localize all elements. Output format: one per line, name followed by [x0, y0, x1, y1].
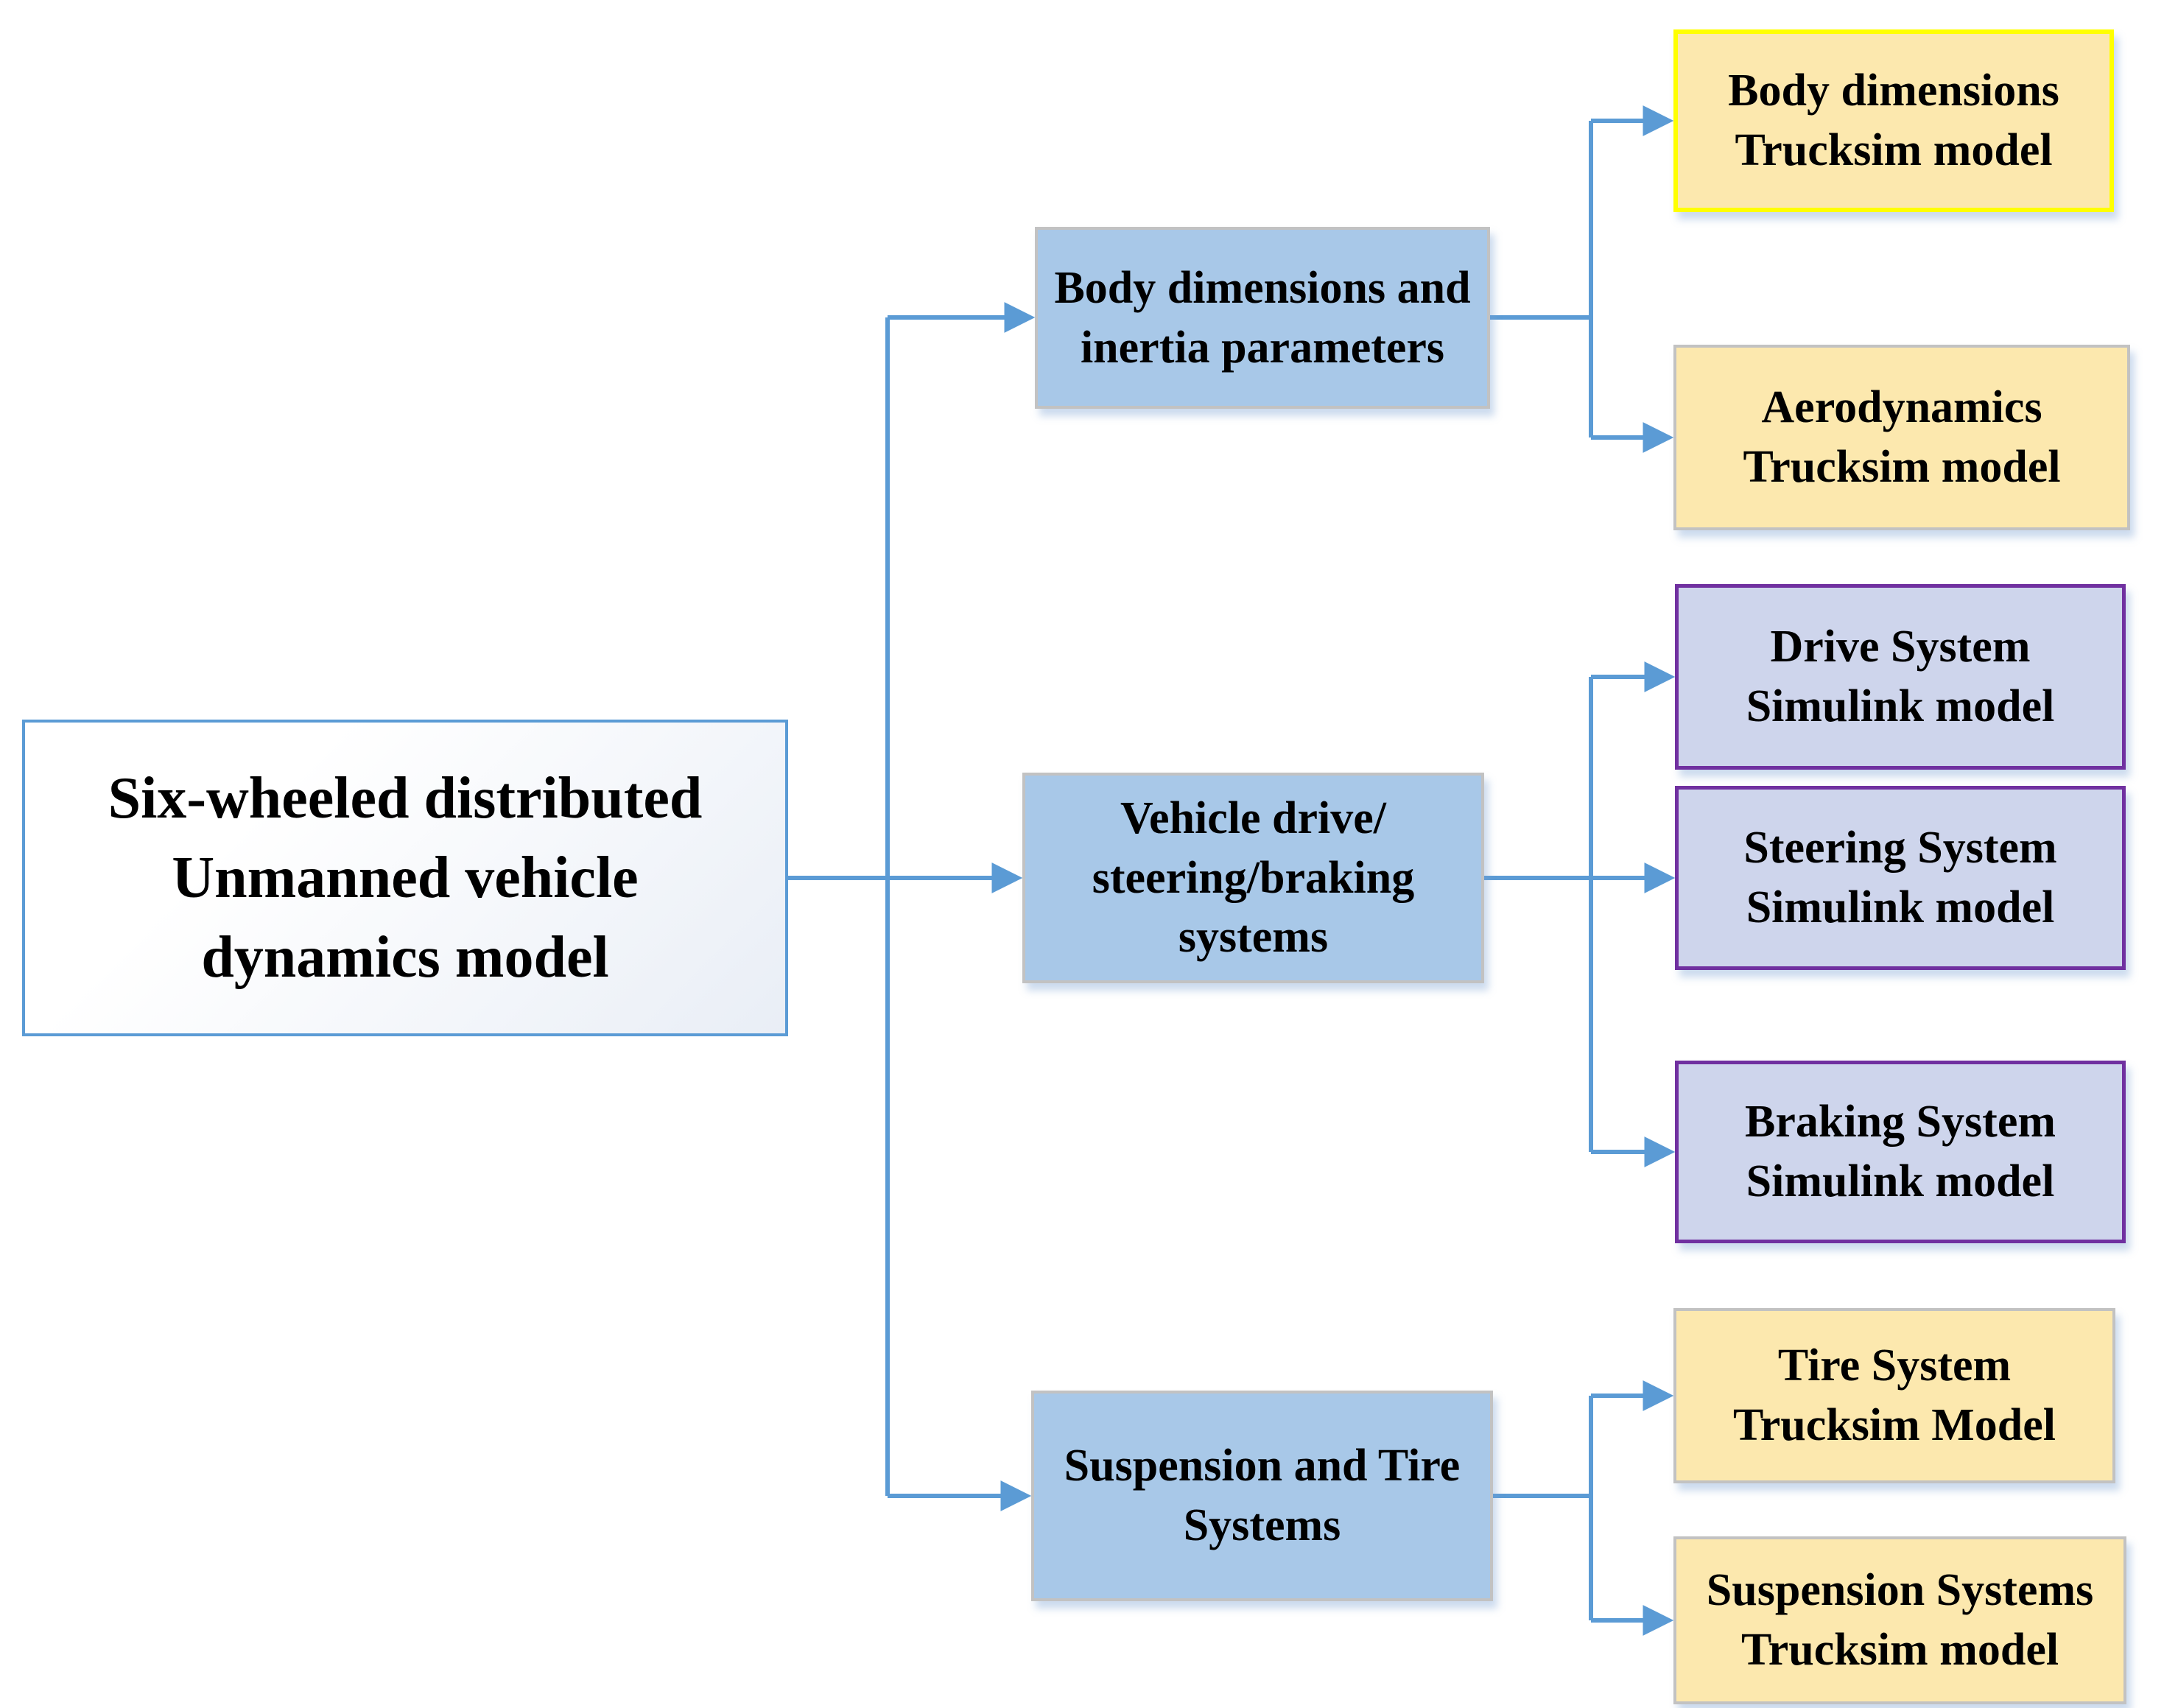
leaf-node-steering-system-simulink: Steering System Simulink model — [1675, 786, 2126, 970]
leaf-node-drive-system-simulink: Drive System Simulink model — [1675, 584, 2126, 770]
branch-node-body-dimensions-inertia: Body dimensions and inertia parameters — [1035, 227, 1490, 409]
leaf-node-suspension-systems-trucksim: Suspension Systems Trucksim model — [1673, 1536, 2126, 1704]
branch-node-suspension-tire: Suspension and Tire Systems — [1031, 1391, 1493, 1601]
leaf-node-tire-system-trucksim: Tire System Trucksim Model — [1673, 1308, 2115, 1483]
branch-node-drive-steering-braking: Vehicle drive/ steering/braking systems — [1022, 773, 1484, 983]
root-node-vehicle-dynamics-model: Six-wheeled distributed Unmanned vehicle… — [22, 720, 788, 1036]
leaf-node-braking-system-simulink: Braking System Simulink model — [1675, 1061, 2126, 1243]
leaf-node-aerodynamics-trucksim: Aerodynamics Trucksim model — [1673, 345, 2130, 530]
leaf-node-body-dimensions-trucksim: Body dimensions Trucksim model — [1673, 29, 2114, 212]
